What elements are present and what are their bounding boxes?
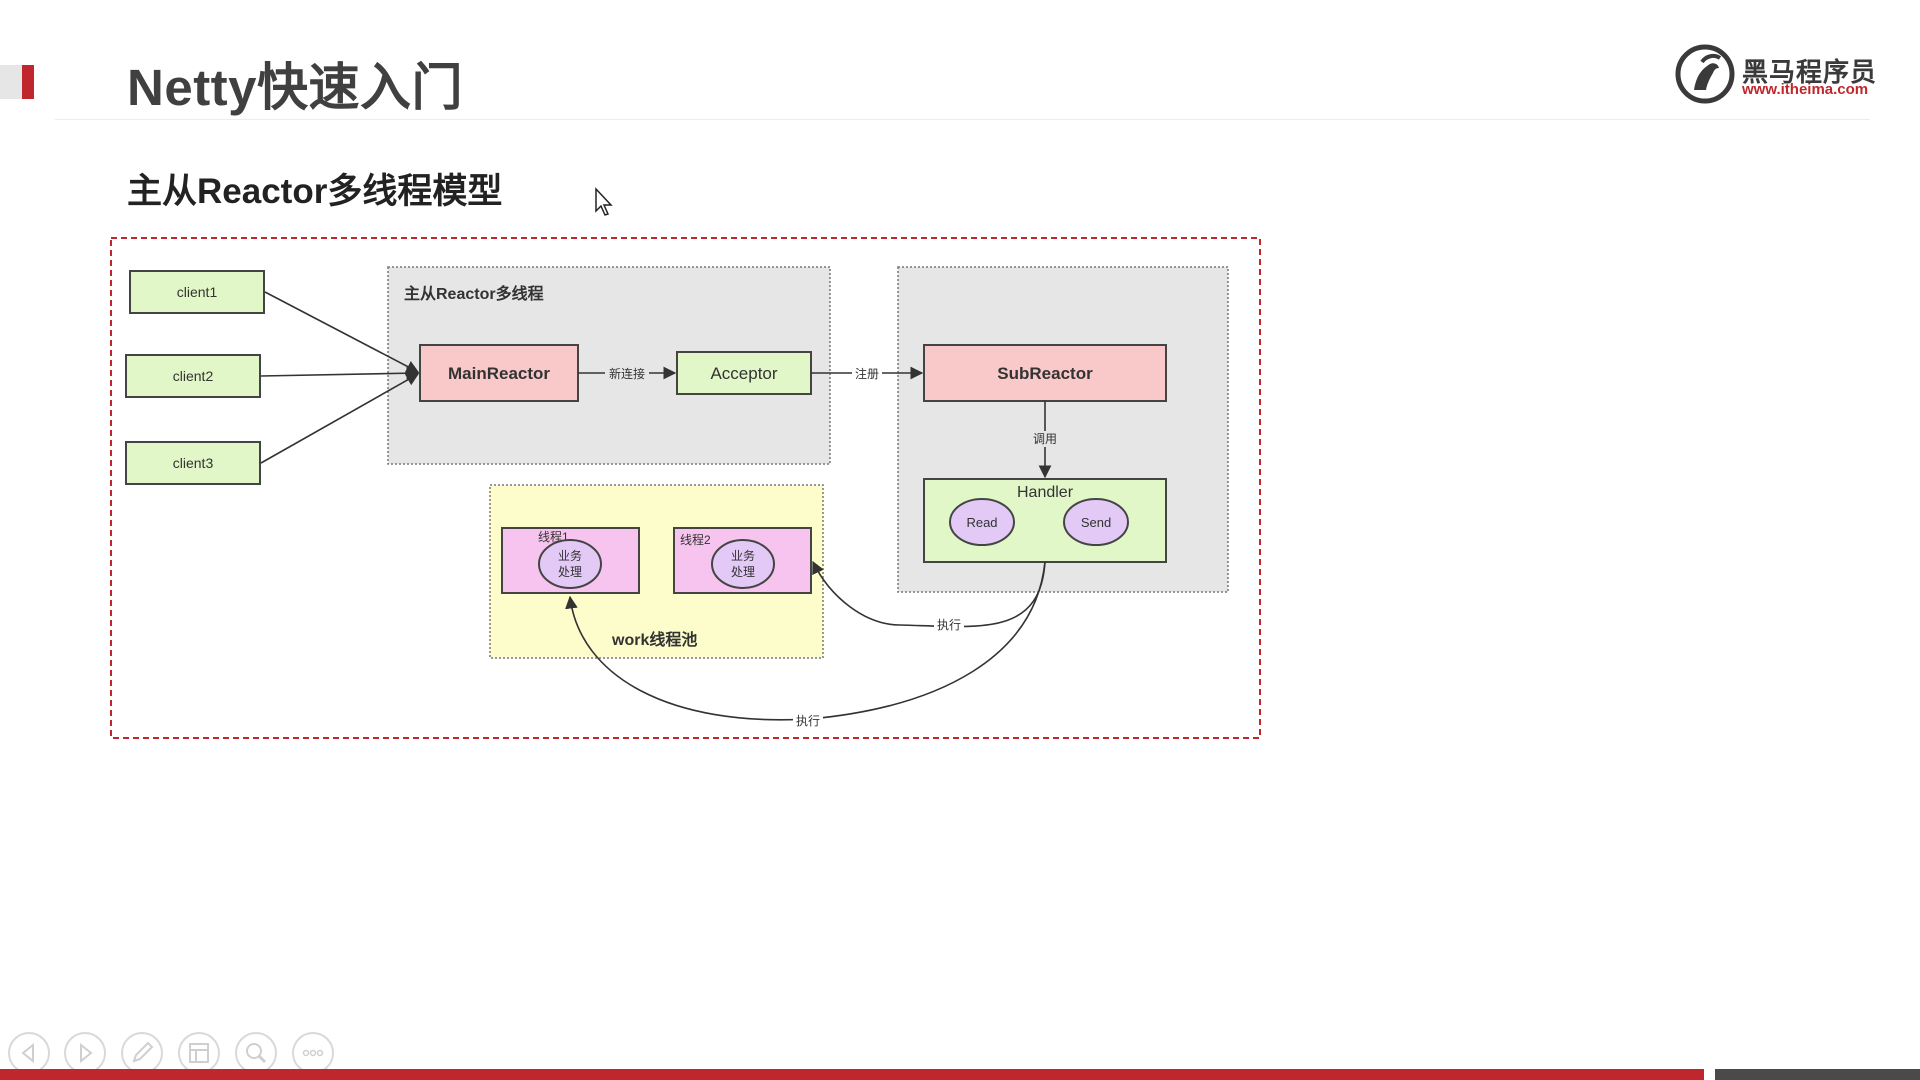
- sub-reactor-box: [923, 344, 1167, 402]
- thread2-label: 线程2: [680, 532, 711, 547]
- edge-execute-thread1-label: 执行: [796, 714, 820, 728]
- edge-client2-main: [260, 366, 420, 380]
- pen-icon: [132, 1041, 154, 1063]
- client2-box: [125, 354, 261, 398]
- horse-logo-icon: [1675, 44, 1735, 104]
- client3-box: [125, 441, 261, 485]
- prev-slide-button[interactable]: [8, 1032, 50, 1074]
- zoom-icon: [246, 1043, 267, 1064]
- work-pool-label: work线程池: [611, 630, 697, 649]
- reactor-diagram: 主从Reactor多线程 work线程池 client1 client2 cli…: [110, 237, 1261, 739]
- sub-reactor-label: SubReactor: [997, 364, 1093, 383]
- slide-title: Netty快速入门: [127, 59, 464, 116]
- pen-tool-button[interactable]: [121, 1032, 163, 1074]
- progress-bar-remainder: [1715, 1069, 1920, 1080]
- client1-box: [129, 270, 265, 314]
- brand-url: www.itheima.com: [1742, 81, 1869, 98]
- edge-new-connection-bg: [605, 365, 649, 381]
- edge-execute-thread2-bg: [934, 617, 964, 633]
- edge-client1-main: [264, 291, 420, 373]
- brand-name: 黑马程序员: [1742, 57, 1878, 87]
- zoom-button[interactable]: [235, 1032, 277, 1074]
- main-reactor-box: [419, 344, 579, 402]
- send-op: [1063, 498, 1129, 546]
- header-divider: [55, 119, 1870, 120]
- thread1-task-line2: 处理: [558, 565, 582, 579]
- mouse-cursor-icon: [595, 187, 613, 216]
- edge-register-bg: [852, 365, 882, 381]
- thread2-task-line1: 业务: [731, 548, 755, 563]
- client1-label: client1: [177, 284, 218, 300]
- acceptor-box: [676, 351, 812, 395]
- next-slide-button[interactable]: [64, 1032, 106, 1074]
- edge-client3-main: [260, 373, 420, 464]
- edge-invoke-bg: [1031, 431, 1059, 447]
- client2-label: client2: [173, 368, 214, 384]
- edge-invoke-label: 调用: [1033, 432, 1057, 446]
- acceptor-label: Acceptor: [710, 364, 777, 383]
- diagram-outer-frame: [110, 237, 1261, 739]
- thread1-task: [538, 539, 602, 589]
- thread2-task-line2: 处理: [731, 565, 755, 579]
- handler-label: Handler: [1017, 484, 1074, 501]
- next-icon: [80, 1042, 93, 1064]
- read-op: [949, 498, 1015, 546]
- slides-icon: [189, 1043, 209, 1063]
- edge-new-connection-label: 新连接: [609, 366, 645, 381]
- main-reactor-label: MainReactor: [448, 364, 550, 383]
- thread1-task-line1: 业务: [558, 548, 582, 563]
- more-icon: [302, 1049, 324, 1057]
- thread2-task: [711, 539, 775, 589]
- edge-execute-thread2: [812, 560, 1046, 628]
- client3-label: client3: [173, 455, 214, 471]
- section-title: 主从Reactor多线程模型: [127, 172, 503, 211]
- send-op-label: Send: [1081, 515, 1111, 530]
- left-gray-mark: [0, 65, 22, 99]
- edge-execute-thread2-label: 执行: [937, 618, 961, 632]
- more-options-button[interactable]: [292, 1032, 334, 1074]
- read-op-label: Read: [966, 515, 997, 530]
- slides-overview-button[interactable]: [178, 1032, 220, 1074]
- edge-execute-thread1-bg: [793, 713, 823, 729]
- brand-logo: [1674, 44, 1870, 104]
- progress-bar: [0, 1069, 1704, 1080]
- prev-icon: [21, 1042, 34, 1064]
- edge-register-label: 注册: [855, 366, 879, 381]
- left-accent-bar: [22, 65, 34, 99]
- main-group-label: 主从Reactor多线程: [404, 284, 544, 303]
